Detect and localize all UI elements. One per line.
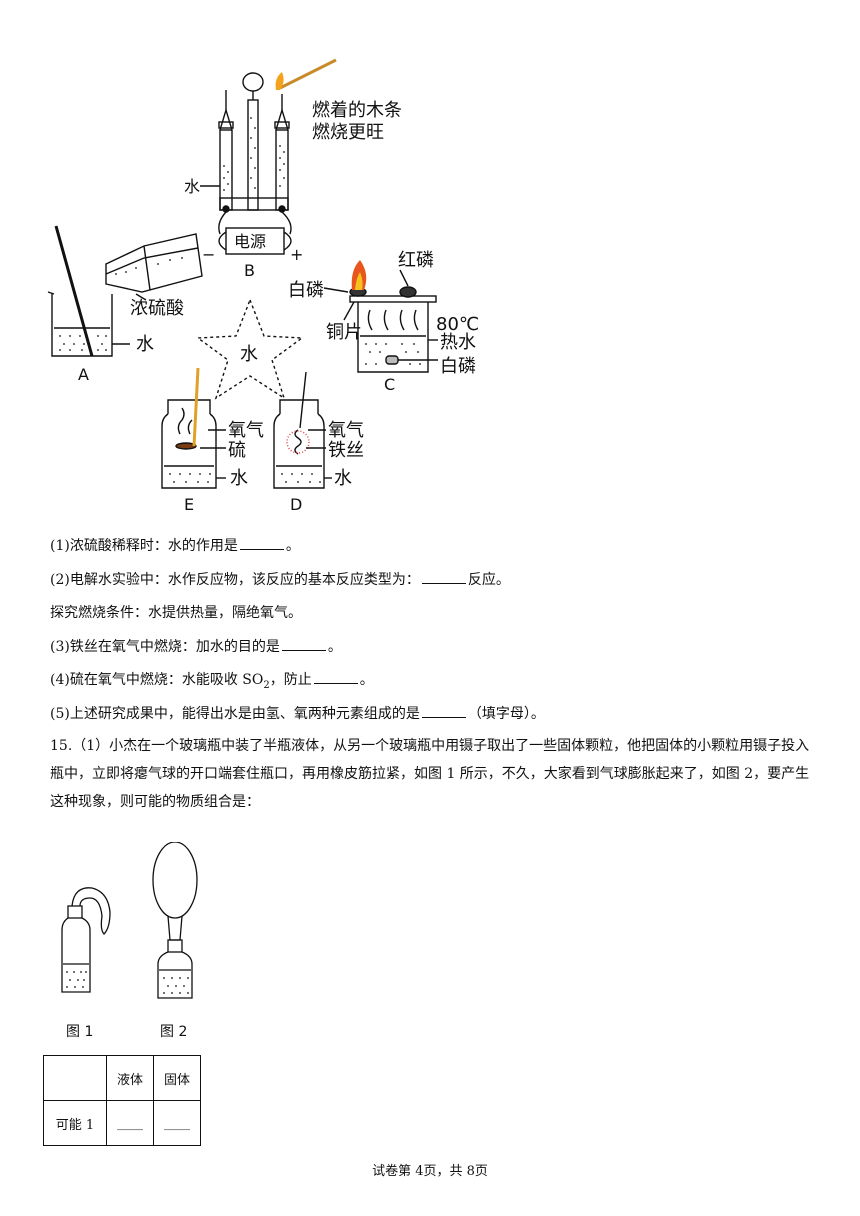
label-iron-wire: 铁丝 [328, 440, 364, 461]
label-sulfur: 硫 [228, 440, 246, 461]
experiment-figure: 燃着的木条 燃烧更旺 水 电源 − + B 浓硫酸 水 A 水 红磷 白磷 80… [47, 58, 479, 514]
answer-blank-5[interactable] [421, 703, 466, 718]
answer-solid[interactable]: ____ [153, 1100, 201, 1146]
iron-wire-bottle [273, 371, 325, 489]
table-cell: 可能 1 [43, 1100, 107, 1146]
label-burns-brighter: 燃烧更旺 [312, 122, 384, 143]
question-1: (1)浓硫酸稀释时：水的作用是。 [50, 535, 300, 556]
table-row: 可能 1 ____ ____ [43, 1100, 201, 1146]
label-minus: − [202, 245, 215, 264]
label-water-e: 水 [230, 468, 248, 489]
answer-blank-2[interactable] [421, 569, 466, 584]
bottle-figure-2 [152, 842, 198, 999]
electrolysis-apparatus [218, 58, 337, 255]
table-header-cell: 固体 [153, 1055, 201, 1101]
table-row: 液体 固体 [43, 1055, 201, 1101]
table-header-cell [43, 1055, 107, 1101]
label-c: C [384, 375, 395, 394]
label-fig1: 图 1 [66, 1024, 93, 1040]
question-15: 15.（1）小杰在一个玻璃瓶中装了半瓶液体，从另一个玻璃瓶中用镊子取出了一些固体… [50, 738, 810, 810]
answer-blank-3[interactable] [281, 636, 326, 651]
star-shape [196, 298, 304, 400]
combination-table: 液体 固体 可能 1 ____ ____ [43, 1055, 201, 1146]
label-water-d: 水 [334, 468, 352, 489]
label-oxygen-d: 氧气 [328, 420, 364, 441]
label-conc-acid: 浓硫酸 [130, 298, 184, 319]
label-water-b: 水 [184, 177, 200, 196]
label-plus: + [290, 245, 303, 264]
label-fig2: 图 2 [160, 1024, 187, 1040]
label-oxygen-e: 氧气 [228, 420, 264, 441]
page-footer: 试卷第 4页，共 8页 [372, 1164, 488, 1179]
label-red-phosphorus: 红磷 [398, 250, 434, 271]
bottle-figure-1 [61, 887, 111, 993]
label-water-a: 水 [136, 334, 154, 355]
balloon-figure: 图 1 图 2 [61, 842, 198, 1040]
question-2: (2)电解水实验中：水作反应物，该反应的基本反应类型为：反应。 [50, 569, 510, 590]
label-b: B [244, 261, 255, 280]
question-5: (5)上述研究成果中，能得出水是由氢、氧两种元素组成的是（填字母）。 [50, 703, 545, 724]
label-burning-stick: 燃着的木条 [312, 100, 402, 121]
label-d: D [290, 495, 302, 514]
label-hot-water: 热水 [440, 332, 476, 353]
label-white-phosphorus-bottom: 白磷 [440, 356, 476, 377]
acid-dilution-apparatus [47, 225, 203, 357]
combustion-note: 探究燃烧条件：水提供热量，隔绝氧气。 [50, 605, 302, 621]
label-temp: 80℃ [436, 314, 479, 335]
question-4: (4)硫在氧气中燃烧：水能吸收 SO2，防止。 [50, 669, 374, 696]
question-3: (3)铁丝在氧气中燃烧：加水的目的是。 [50, 636, 342, 657]
answer-liquid[interactable]: ____ [106, 1100, 154, 1146]
table-header-cell: 液体 [106, 1055, 154, 1101]
label-a: A [78, 365, 89, 384]
label-e: E [184, 495, 194, 514]
label-power: 电源 [234, 232, 266, 251]
label-star-water: 水 [240, 344, 258, 365]
answer-blank-4[interactable] [313, 669, 358, 684]
label-white-phosphorus-top: 白磷 [288, 280, 324, 301]
sulfur-bottle [161, 399, 217, 489]
combustion-apparatus [349, 286, 437, 373]
answer-blank-1[interactable] [239, 535, 284, 550]
label-copper: 铜片 [326, 322, 362, 343]
